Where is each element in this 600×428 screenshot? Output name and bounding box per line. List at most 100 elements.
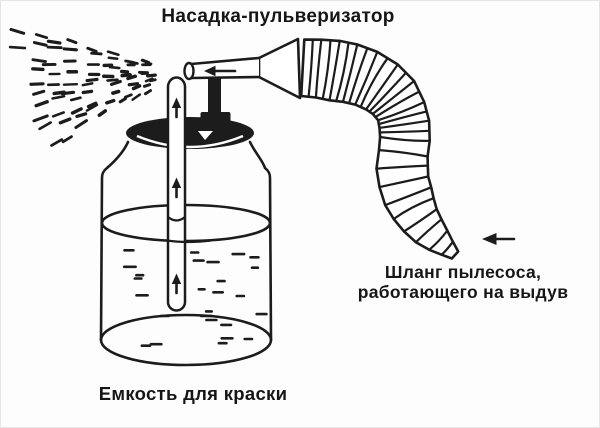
hose-rib xyxy=(368,71,408,113)
label-nozzle-sprayer: Насадка-пульверизатор xyxy=(161,6,395,27)
paint-dash xyxy=(206,260,220,264)
hose-rib xyxy=(378,129,431,134)
spray-particle xyxy=(97,109,108,117)
hose-rib xyxy=(335,41,350,103)
flow-arrows xyxy=(171,65,516,295)
spray-particle xyxy=(123,93,133,99)
spray-particle xyxy=(120,69,130,74)
hose-rib xyxy=(384,186,433,207)
spray-particle xyxy=(31,58,47,64)
spray-particle xyxy=(75,112,88,119)
spray-particle xyxy=(148,78,157,83)
paint-dash xyxy=(212,291,224,294)
spray-particle xyxy=(87,72,101,77)
hose-rib xyxy=(414,218,443,244)
pickup-arrow-bottom-icon xyxy=(171,273,182,295)
spray-particle xyxy=(126,63,136,67)
hose-rib xyxy=(321,39,332,100)
label-vacuum-hose: Шланг пылесоса, работающего на выдув xyxy=(332,262,594,302)
spray-particle xyxy=(81,82,94,87)
surface-back-arc xyxy=(167,216,186,222)
spray-particle xyxy=(126,74,138,81)
hose-rib xyxy=(314,38,323,99)
spray-particle xyxy=(62,47,78,52)
paint-dash xyxy=(220,337,234,340)
spray-particle xyxy=(46,45,63,50)
pickup-arrow-middle-icon xyxy=(171,177,182,199)
hose-rib xyxy=(307,38,314,98)
paint-dash xyxy=(255,312,268,316)
spray-particle xyxy=(48,72,61,76)
paint-dash xyxy=(189,251,200,254)
spray-particle xyxy=(81,89,94,95)
hose-rib xyxy=(354,50,379,106)
spray-particle xyxy=(32,89,46,96)
sprayer-nozzle xyxy=(183,37,302,100)
paint-dash xyxy=(135,273,145,277)
spray-particle xyxy=(70,107,83,115)
paint-level-dashes xyxy=(122,249,268,347)
spray-particle xyxy=(51,111,65,118)
spray-particle xyxy=(85,77,99,83)
hose-rib xyxy=(402,208,438,233)
paint-dash xyxy=(149,342,163,346)
hose-rib xyxy=(328,39,341,102)
label-vacuum-hose-line2: работающего на выдув xyxy=(357,281,569,302)
hose-rib xyxy=(341,43,359,103)
spray-particle xyxy=(106,78,119,82)
spray-particle xyxy=(32,41,48,47)
paint-dash xyxy=(199,314,213,318)
paint-dash xyxy=(133,277,143,280)
spray-particle xyxy=(146,73,157,78)
spray-particle xyxy=(118,96,128,104)
hose-rib xyxy=(377,149,429,158)
paint-dash xyxy=(205,318,218,322)
spray-particle xyxy=(143,89,153,96)
spray-particle xyxy=(105,98,116,105)
paint-dash xyxy=(135,294,149,297)
paint-dash xyxy=(159,314,170,318)
spray-particle xyxy=(46,83,60,87)
hose-rib xyxy=(375,164,429,170)
nozzle-airflow-arrow-icon xyxy=(204,65,237,77)
lid-glint xyxy=(198,131,213,140)
spray-particle xyxy=(120,72,132,78)
paint-dash xyxy=(123,249,135,252)
spray-particle xyxy=(138,70,147,75)
hose-rib xyxy=(374,90,421,119)
spray-particle xyxy=(63,59,77,63)
spray-mist xyxy=(8,27,157,147)
hose-rib xyxy=(392,197,435,221)
jar-left-wall xyxy=(99,140,130,342)
spray-particle xyxy=(8,45,27,50)
hose-rib xyxy=(371,79,416,115)
spray-particle xyxy=(101,74,115,79)
spray-particle xyxy=(86,63,100,66)
paint-dash xyxy=(216,279,226,283)
spray-particle xyxy=(52,90,66,96)
paint-dash xyxy=(197,288,206,291)
spray-particle xyxy=(107,56,119,60)
spray-particle xyxy=(50,138,64,147)
paint-dash xyxy=(243,337,254,341)
label-paint-container: Емкость для краски xyxy=(98,383,288,404)
support-base xyxy=(200,112,231,124)
surface-front-arc xyxy=(166,239,212,244)
spray-particle xyxy=(131,84,142,91)
support-post xyxy=(208,75,221,117)
paint-dash xyxy=(192,259,205,262)
blow-direction-arrow-icon xyxy=(482,233,516,245)
spray-particle xyxy=(74,119,88,129)
jar-lid xyxy=(126,117,254,149)
funnel-adapter xyxy=(257,37,302,100)
hose-rib xyxy=(378,119,431,129)
spray-particle xyxy=(51,94,66,100)
jar-right-wall xyxy=(248,140,273,342)
jar-bottom xyxy=(99,313,273,367)
paint-dash xyxy=(249,256,260,259)
spray-particle xyxy=(31,67,45,72)
spray-particle xyxy=(90,51,103,56)
hose-rib xyxy=(377,110,428,126)
spray-particle xyxy=(29,82,45,86)
